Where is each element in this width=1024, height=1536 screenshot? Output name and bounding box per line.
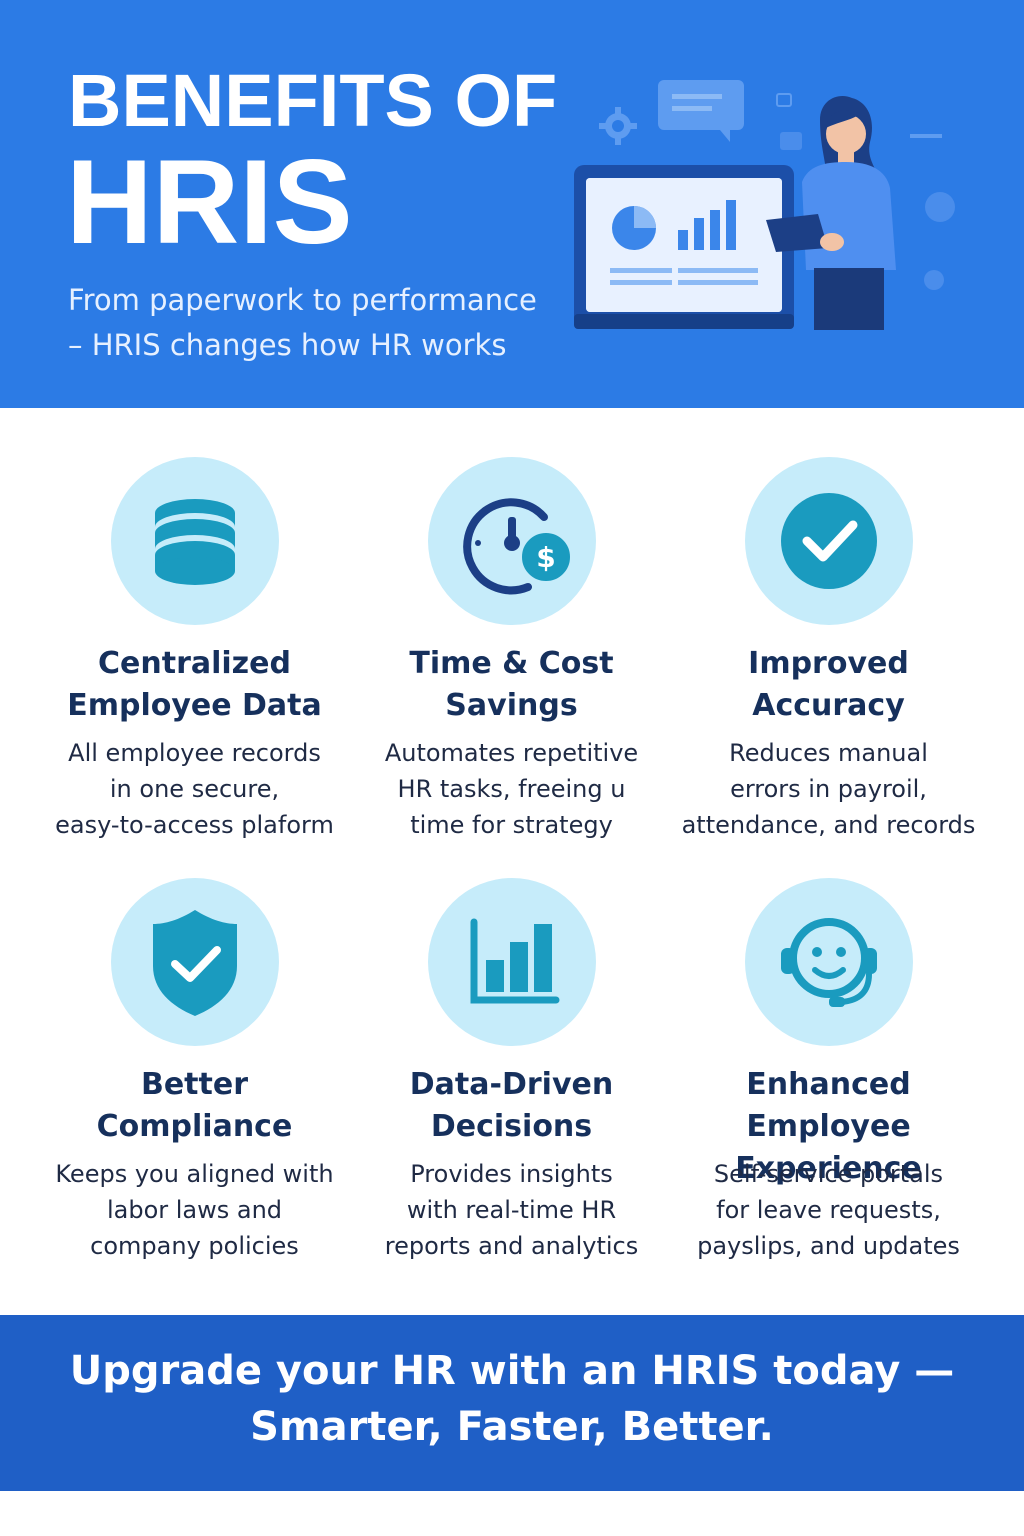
benefit-title: Centralized Employee Data: [36, 643, 353, 727]
benefit-title-line2: Accuracy: [752, 688, 905, 723]
benefit-title-line2: Savings: [445, 688, 578, 723]
icon-badge: $: [428, 457, 596, 625]
benefit-desc-line3: attendance, and records: [681, 811, 976, 839]
benefit-desc-line3: payslips, and updates: [697, 1232, 960, 1260]
svg-text:$: $: [536, 541, 555, 574]
subtitle-line2: – HRIS changes how HR works: [68, 328, 507, 362]
benefit-desc-line1: Self-service portals: [713, 1160, 944, 1188]
card-icon: [780, 132, 802, 150]
monitor-icon: [574, 165, 794, 329]
line-icon: [910, 134, 942, 138]
benefit-desc-line1: Keeps you aligned with: [55, 1160, 334, 1188]
benefit-description: Keeps you aligned with labor laws and co…: [36, 1156, 353, 1264]
page-title-line1: BENEFITS OF: [68, 59, 558, 142]
benefit-description: Reduces manual errors in payroil, attend…: [670, 735, 987, 843]
benefit-title-line2: Decisions: [430, 1109, 593, 1144]
benefit-desc-line1: Provides insights: [410, 1160, 613, 1188]
benefit-description: Self-service portals for leave requests,…: [670, 1156, 987, 1264]
cta-banner: Upgrade your HR with an HRIS today — Sma…: [0, 1315, 1024, 1491]
benefit-title-line2: Compliance: [96, 1109, 293, 1144]
benefit-desc-line1: Reduces manual: [729, 739, 928, 767]
icon-badge: [745, 878, 913, 1046]
headset-smiley-icon: [781, 918, 877, 1007]
benefit-title-line1: Data-Driven: [409, 1067, 614, 1102]
benefit-desc-line2: for leave requests,: [716, 1196, 941, 1224]
gear-icon: [599, 107, 637, 145]
benefit-desc-line2: labor laws and: [106, 1196, 283, 1224]
benefit-title-line1: Time & Cost: [409, 646, 614, 681]
benefit-desc-line1: All employee records: [68, 739, 321, 767]
cta-text: Upgrade your HR with an HRIS today — Sma…: [40, 1343, 984, 1455]
benefit-title-line1: Enhanced: [746, 1067, 911, 1102]
checkmark-circle-icon: [781, 493, 877, 589]
hero-banner: BENEFITS OF HRIS From paperwork to perfo…: [0, 0, 1024, 408]
chat-bubble-icon: [658, 80, 744, 142]
benefit-title-line2: Employee Data: [67, 688, 322, 723]
benefit-title: Enhanced Employee Experience: [670, 1064, 987, 1190]
benefit-title: Improved Accuracy: [670, 643, 987, 727]
hr-dashboard-illustration: [574, 80, 955, 330]
benefit-desc-line3: company policies: [90, 1232, 299, 1260]
cta-line2: Smarter, Faster, Better.: [250, 1404, 774, 1450]
benefit-desc-line3: reports and analytics: [384, 1232, 639, 1260]
icon-badge: [745, 457, 913, 625]
benefit-title: Better Compliance: [36, 1064, 353, 1148]
benefit-title-line1: Centralized: [98, 646, 291, 681]
benefit-title-line1: Improved: [748, 646, 909, 681]
subtitle-line1: From paperwork to performance: [68, 283, 537, 317]
benefit-desc-line2: errors in payroil,: [730, 775, 927, 803]
person-illustration: [766, 96, 896, 330]
benefit-title-line1: Better: [140, 1067, 249, 1102]
benefit-desc-line1: Automates repetitive: [384, 739, 639, 767]
clock-dollar-icon: $: [463, 498, 574, 595]
benefit-desc-line3: time for strategy: [410, 811, 613, 839]
icon-badge: [111, 878, 279, 1046]
icon-badge: [428, 878, 596, 1046]
benefit-desc-line2: with real-time HR: [406, 1196, 617, 1224]
benefit-desc-line3: easy-to-access plaform: [55, 811, 334, 839]
benefit-title: Data-Driven Decisions: [353, 1064, 670, 1148]
small-square-icon: [776, 93, 792, 107]
dot-icon: [925, 192, 955, 222]
benefit-description: All employee records in one secure, easy…: [36, 735, 353, 843]
benefit-description: Automates repetitive HR tasks, freeing u…: [353, 735, 670, 843]
benefit-desc-line2: in one secure,: [109, 775, 280, 803]
page-subtitle: From paperwork to performance – HRIS cha…: [68, 278, 578, 368]
icon-badge: [111, 457, 279, 625]
cta-line1: Upgrade your HR with an HRIS today —: [69, 1348, 955, 1394]
benefit-description: Provides insights with real-time HR repo…: [353, 1156, 670, 1264]
benefit-title: Time & Cost Savings: [353, 643, 670, 727]
page-title-line2: HRIS: [66, 135, 353, 269]
shield-check-icon: [153, 910, 237, 1016]
hand-icon: [924, 270, 944, 290]
benefit-desc-line2: HR tasks, freeing u: [397, 775, 626, 803]
database-icon: [155, 499, 235, 585]
bar-chart-icon: [470, 918, 560, 1004]
benefit-title-line2: Employee Experience: [735, 1109, 922, 1186]
